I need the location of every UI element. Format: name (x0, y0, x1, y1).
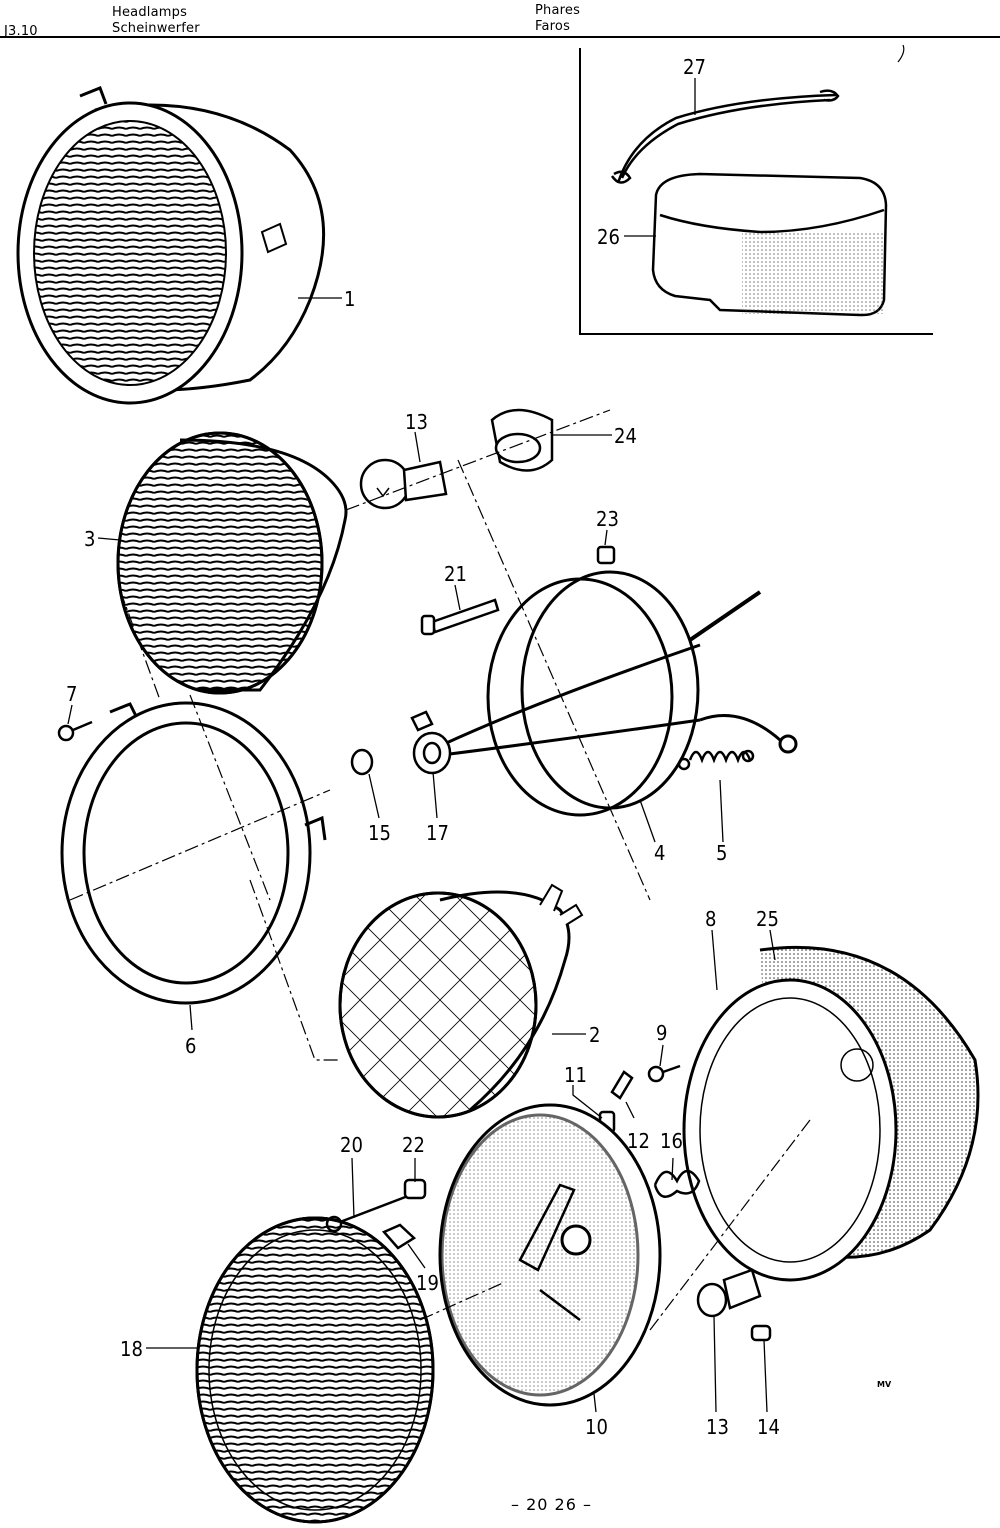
leader-lines (67, 78, 776, 1413)
title-english: Headlamps (112, 5, 188, 20)
callout-1: 1 (344, 287, 355, 311)
callout-3: 3 (84, 527, 95, 551)
callout-5: 5 (716, 841, 727, 865)
callout-20: 20 (340, 1133, 363, 1157)
part-16-spring (653, 1169, 701, 1198)
part-27-strap (610, 89, 840, 184)
callout-8: 8 (705, 907, 716, 931)
callout-24: 24 (614, 424, 637, 448)
part-13-bulb-top (359, 458, 448, 510)
part-15-small-bulb (350, 748, 374, 776)
page-number: – 20 26 – (511, 1495, 592, 1514)
callout-2: 2 (589, 1023, 600, 1047)
assembly-axes (69, 409, 811, 1331)
part-19-clip (381, 1223, 417, 1250)
callout-25: 25 (756, 907, 779, 931)
part-13-bulb-bottom (696, 1268, 762, 1318)
title-french: Phares (535, 3, 581, 18)
part-7-screw (57, 720, 93, 742)
inset-frame (579, 48, 933, 335)
part-5-spring (677, 749, 755, 771)
part-9-screw (647, 1064, 681, 1083)
part-11-12-terminal (598, 1070, 634, 1134)
artist-mark: MV (877, 1380, 892, 1389)
section-code: J3.10 (4, 24, 38, 39)
part-23-nut (596, 545, 616, 565)
callout-21: 21 (444, 562, 467, 586)
part-21-screw (420, 598, 500, 636)
title-german: Scheinwerfer (112, 21, 200, 36)
part-14-socket (750, 1324, 772, 1342)
callout-12: 12 (627, 1129, 650, 1153)
callout-26: 26 (597, 225, 620, 249)
callout-17: 17 (426, 821, 449, 845)
title-spanish: Faros (535, 19, 571, 34)
callout-19: 19 (416, 1271, 439, 1295)
part-3-sealed-beam (116, 431, 348, 695)
part-17-adjuster (410, 710, 452, 775)
callout-4: 4 (654, 841, 665, 865)
part-10-back-plate (438, 1103, 662, 1407)
part-18-lens (195, 1216, 435, 1524)
callout-16: 16 (660, 1129, 683, 1153)
callout-15: 15 (368, 821, 391, 845)
part-22-nut (403, 1178, 427, 1200)
callout-10: 10 (585, 1415, 608, 1439)
part-6-trim-ring (60, 701, 327, 1005)
callout-22: 22 (402, 1133, 425, 1157)
part-2-halogen-beam (338, 883, 584, 1119)
part-8-housing (682, 945, 980, 1282)
callout-13-bottom: 13 (706, 1415, 729, 1439)
tick-mark (897, 44, 905, 63)
callout-14: 14 (757, 1415, 780, 1439)
callout-23: 23 (596, 507, 619, 531)
callout-27: 27 (683, 55, 706, 79)
part-26-cover (651, 172, 888, 317)
callout-9: 9 (656, 1021, 667, 1045)
callout-labels: 27 26 1 13 24 3 23 21 7 15 17 4 5 8 25 9… (66, 55, 780, 1439)
callout-13-top: 13 (405, 410, 428, 434)
part-1-headlamp (16, 86, 326, 405)
callout-7: 7 (66, 682, 77, 706)
part-24-sleeve (490, 408, 554, 472)
callout-11: 11 (564, 1063, 587, 1087)
callout-6: 6 (185, 1034, 196, 1058)
callout-18: 18 (120, 1337, 143, 1361)
